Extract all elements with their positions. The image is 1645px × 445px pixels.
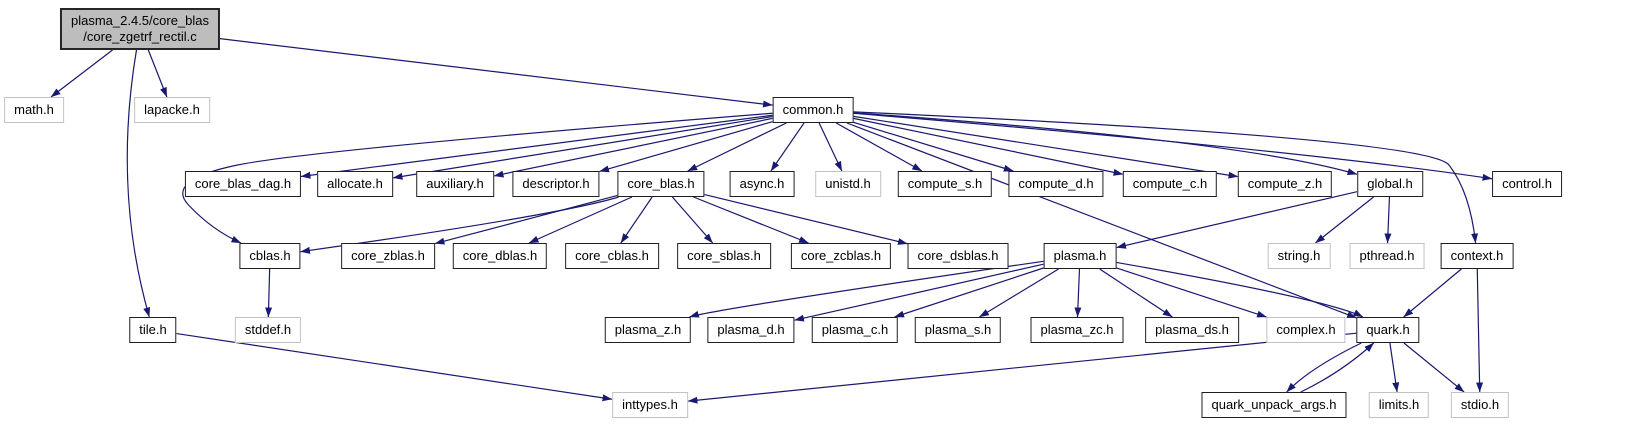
node-core-blas-h[interactable]: core_blas.h	[617, 171, 705, 197]
edge-plasma-to-complex	[1116, 267, 1267, 318]
edge-common-to-auxiliary	[493, 117, 773, 178]
node-plasma-s-h[interactable]: plasma_s.h	[914, 317, 1002, 343]
edge-root-to-math	[50, 49, 113, 98]
node-math-h: math.h	[4, 97, 64, 123]
node-quark-unpack-args-h[interactable]: quark_unpack_args.h	[1201, 392, 1347, 418]
node-tile-h[interactable]: tile.h	[129, 317, 177, 343]
edge-context-to-quark	[1403, 268, 1462, 318]
node-string-h: string.h	[1267, 243, 1331, 269]
edge-common-to-allocate	[392, 115, 773, 180]
node-inttypes-h: inttypes.h	[612, 392, 688, 418]
node-core-zgetrf-rectil-c: plasma_2.4.5/core_blas /core_zgetrf_rect…	[59, 8, 221, 50]
edge-common-to-control	[853, 112, 1493, 181]
edge-plasma-to-plasma_d	[794, 263, 1044, 322]
edge-plasma-to-plasma_c	[894, 267, 1044, 318]
node-core-dsblas-h[interactable]: core_dsblas.h	[907, 243, 1009, 269]
edge-quark-to-inttypes	[687, 332, 1357, 404]
node-async-h[interactable]: async.h	[729, 171, 795, 197]
node-auxiliary-h[interactable]: auxiliary.h	[416, 171, 494, 197]
node-plasma-d-h[interactable]: plasma_d.h	[707, 317, 795, 343]
edge-quark-to-quark_unpack_args	[1286, 342, 1362, 393]
edge-core_blas-to-core_dsblas	[704, 193, 908, 245]
node-plasma-h[interactable]: plasma.h	[1043, 243, 1117, 269]
edge-common-to-async	[770, 122, 805, 172]
edge-common-to-descriptor	[599, 121, 773, 173]
edge-common-to-cblas	[182, 112, 773, 244]
node-core-dblas-h[interactable]: core_dblas.h	[452, 243, 548, 269]
edge-core_blas-to-core_sblas	[671, 196, 714, 244]
node-plasma-zc-h[interactable]: plasma_zc.h	[1030, 317, 1124, 343]
edge-core_blas-to-core_zblas	[434, 194, 618, 245]
edge-common-to-compute_c	[853, 117, 1124, 176]
node-compute-d-h[interactable]: compute_d.h	[1008, 171, 1104, 197]
edge-quark-to-stdio	[1403, 342, 1465, 393]
edge-global-to-string	[1315, 196, 1374, 244]
edge-plasma-to-plasma_zc	[1074, 268, 1082, 318]
node-plasma-ds-h[interactable]: plasma_ds.h	[1145, 317, 1239, 343]
edge-root-to-tile	[126, 49, 151, 318]
edge-root-to-common	[219, 38, 773, 108]
node-stdio-h: stdio.h	[1450, 392, 1510, 418]
edge-common-to-global	[853, 112, 1358, 176]
edge-common-to-compute_s	[835, 122, 923, 172]
node-pthread-h: pthread.h	[1349, 243, 1425, 269]
node-quark-h[interactable]: quark.h	[1356, 317, 1420, 343]
edge-plasma-to-plasma_z	[689, 260, 1044, 318]
edge-tile-to-inttypes	[176, 332, 613, 402]
node-context-h[interactable]: context.h	[1440, 243, 1514, 269]
node-plasma-z-h[interactable]: plasma_z.h	[604, 317, 692, 343]
node-compute-z-h[interactable]: compute_z.h	[1237, 171, 1333, 197]
node-core-zblas-h[interactable]: core_zblas.h	[341, 243, 435, 269]
edge-core_blas-to-core_zcblas	[693, 196, 809, 244]
edge-common-to-context	[853, 111, 1479, 244]
node-compute-c-h[interactable]: compute_c.h	[1122, 171, 1218, 197]
edge-plasma-to-plasma_s	[979, 268, 1059, 318]
edge-quark_unpack_args-to-quark	[1300, 342, 1375, 393]
edge-global-to-plasma	[1116, 191, 1358, 249]
node-lapacke-h: lapacke.h	[134, 97, 210, 123]
node-global-h[interactable]: global.h	[1357, 171, 1423, 197]
edge-context-to-stdio	[1476, 268, 1484, 393]
edge-core_blas-to-cblas	[300, 196, 619, 254]
edge-global-to-pthread	[1384, 196, 1392, 244]
node-core-sblas-h[interactable]: core_sblas.h	[677, 243, 771, 269]
node-cblas-h[interactable]: cblas.h	[239, 243, 301, 269]
node-core-cblas-h[interactable]: core_cblas.h	[565, 243, 659, 269]
node-descriptor-h[interactable]: descriptor.h	[512, 171, 600, 197]
edge-core_blas-to-core_cblas	[620, 196, 653, 244]
edge-common-to-unistd	[818, 122, 843, 172]
edge-root-to-lapacke	[147, 49, 168, 98]
node-complex-h: complex.h	[1266, 317, 1346, 343]
node-core-zcblas-h[interactable]: core_zcblas.h	[790, 243, 892, 269]
node-unistd-h: unistd.h	[815, 171, 881, 197]
node-compute-s-h[interactable]: compute_s.h	[897, 171, 993, 197]
node-allocate-h[interactable]: allocate.h	[317, 171, 393, 197]
edge-common-to-compute_d	[853, 121, 1014, 172]
edge-common-to-quark	[846, 122, 1357, 319]
node-control-h[interactable]: control.h	[1492, 171, 1562, 197]
edge-common-to-core_blas	[687, 122, 787, 172]
node-core-blas-dag-h[interactable]: core_blas_dag.h	[184, 171, 302, 197]
node-limits-h: limits.h	[1368, 392, 1430, 418]
node-stddef-h: stddef.h	[234, 317, 302, 343]
edge-plasma-to-quark	[1116, 261, 1364, 318]
node-common-h[interactable]: common.h	[772, 97, 854, 123]
edge-plasma-to-plasma_ds	[1099, 268, 1173, 318]
edge-common-to-compute_z	[853, 115, 1239, 179]
edge-common-to-core_blas_dag	[300, 114, 773, 179]
node-plasma-c-h[interactable]: plasma_c.h	[811, 317, 899, 343]
edge-quark-to-limits	[1389, 342, 1400, 393]
edge-core_blas-to-core_dblas	[528, 196, 633, 244]
edge-cblas-to-stddef	[265, 268, 273, 318]
